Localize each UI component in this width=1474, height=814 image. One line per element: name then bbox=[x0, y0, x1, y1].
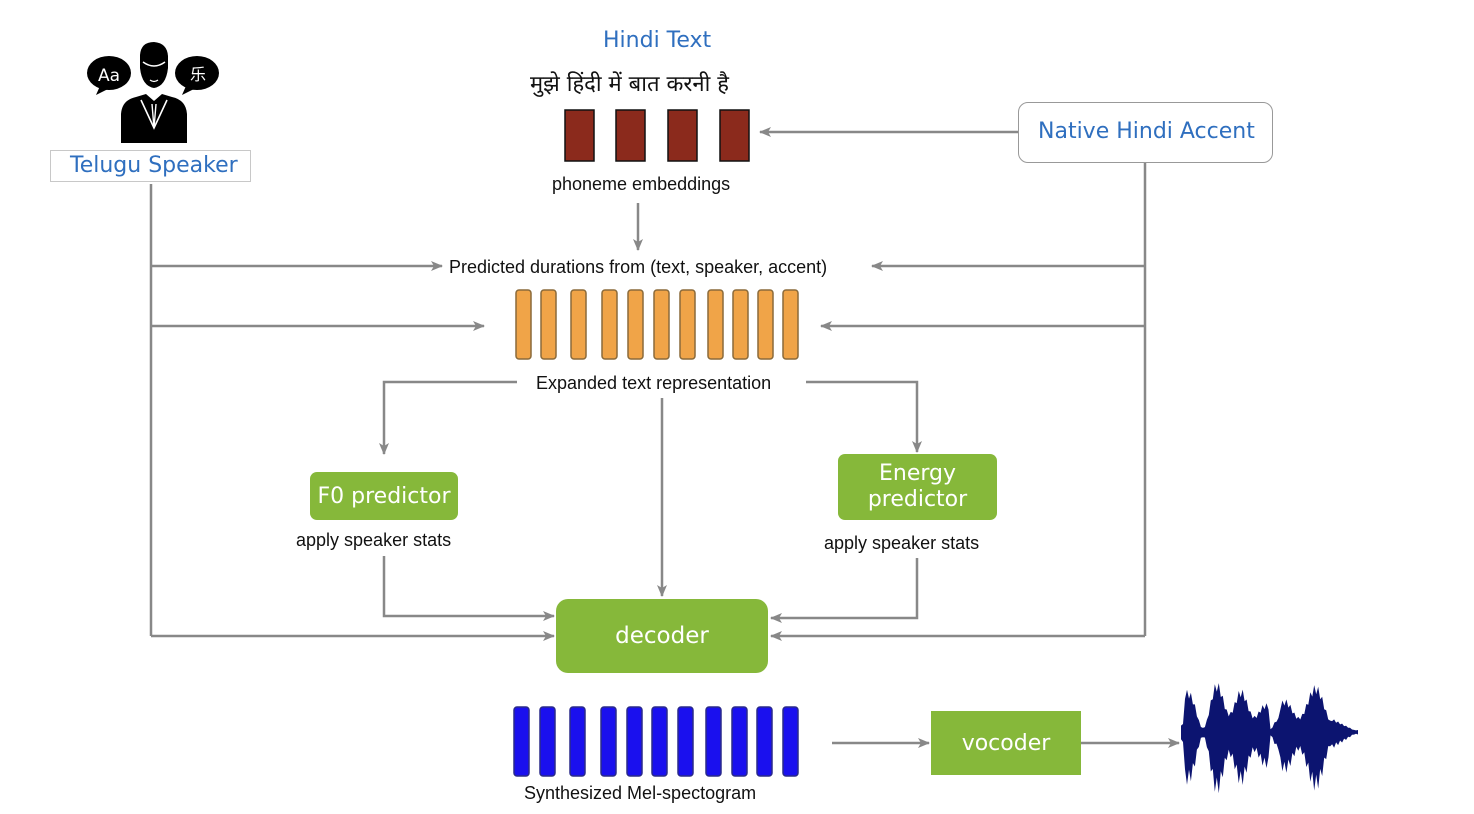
mel-spectrogram-label: Synthesized Mel-spectogram bbox=[524, 783, 757, 803]
mel-frame-6 bbox=[651, 706, 668, 777]
expanded-frame-10 bbox=[757, 289, 774, 360]
expanded-text-label: Expanded text representation bbox=[536, 373, 772, 393]
energy-predictor-label-line1: Energy bbox=[878, 461, 957, 486]
hindi-text-title: Hindi Text bbox=[603, 28, 712, 53]
expanded-frame-6 bbox=[653, 289, 670, 360]
predicted-durations-label: Predicted durations from (text, speaker,… bbox=[449, 257, 828, 277]
audio-waveform-icon bbox=[1181, 683, 1358, 794]
expanded-to-f0-arrow bbox=[379, 380, 517, 455]
phoneme-embedding-4 bbox=[719, 109, 750, 162]
mel-spectrogram-group bbox=[513, 706, 799, 777]
f0-predictor-box[interactable]: F0 predictor bbox=[310, 472, 458, 520]
expanded-frame-8 bbox=[707, 289, 724, 360]
energy-to-decoder-arrow bbox=[770, 558, 919, 623]
energy-predictor-box[interactable]: Energy predictor bbox=[838, 454, 997, 520]
energy-predictor-label-line2: predictor bbox=[867, 487, 968, 512]
expanded-frame-11 bbox=[782, 289, 799, 360]
native-hindi-accent-label: Native Hindi Accent bbox=[1038, 119, 1255, 144]
phoneme-embedding-3 bbox=[667, 109, 698, 162]
expanded-representation-group bbox=[515, 289, 799, 360]
expanded-frame-9 bbox=[732, 289, 749, 360]
mel-frame-9 bbox=[731, 706, 748, 777]
hindi-sentence: मुझे हिंदी में बात करनी है bbox=[530, 72, 729, 97]
expanded-frame-2 bbox=[540, 289, 557, 360]
mel-frame-7 bbox=[677, 706, 694, 777]
expanded-frame-3 bbox=[570, 289, 587, 360]
f0-predictor-label: F0 predictor bbox=[317, 483, 451, 509]
f0-apply-stats-label: apply speaker stats bbox=[296, 530, 452, 550]
speech-bubble-left-text: Aa bbox=[98, 66, 120, 86]
vocoder-label: vocoder bbox=[961, 730, 1051, 756]
phoneme-embedding-1 bbox=[564, 109, 595, 162]
mel-frame-5 bbox=[626, 706, 643, 777]
phoneme-embeddings-label: phoneme embeddings bbox=[552, 174, 731, 194]
expanded-frame-7 bbox=[679, 289, 696, 360]
mel-frame-11 bbox=[782, 706, 799, 777]
mel-frame-2 bbox=[539, 706, 556, 777]
vocoder-box[interactable]: vocoder bbox=[931, 711, 1081, 775]
phoneme-embeddings-group bbox=[564, 109, 750, 162]
expanded-frame-5 bbox=[627, 289, 644, 360]
speech-bubble-right-text: 乐 bbox=[190, 65, 206, 84]
native-hindi-accent-box[interactable]: Native Hindi Accent bbox=[1018, 102, 1273, 163]
telugu-speaker-label: Telugu Speaker bbox=[70, 153, 238, 178]
mel-frame-4 bbox=[600, 706, 617, 777]
f0-to-decoder-arrow bbox=[382, 556, 555, 621]
multilingual-speaker-icon: Aa 乐 bbox=[87, 42, 219, 143]
expanded-frame-1 bbox=[515, 289, 532, 360]
mel-frame-3 bbox=[569, 706, 586, 777]
decoder-label: decoder bbox=[615, 623, 709, 649]
mel-frame-10 bbox=[756, 706, 773, 777]
mel-frame-1 bbox=[513, 706, 530, 777]
phoneme-embedding-2 bbox=[615, 109, 646, 162]
expanded-frame-4 bbox=[601, 289, 618, 360]
expanded-to-energy-arrow bbox=[806, 380, 922, 453]
telugu-speaker-box[interactable]: Telugu Speaker bbox=[50, 150, 251, 182]
energy-apply-stats-label: apply speaker stats bbox=[824, 533, 980, 553]
decoder-box[interactable]: decoder bbox=[556, 599, 768, 673]
mel-frame-8 bbox=[705, 706, 722, 777]
